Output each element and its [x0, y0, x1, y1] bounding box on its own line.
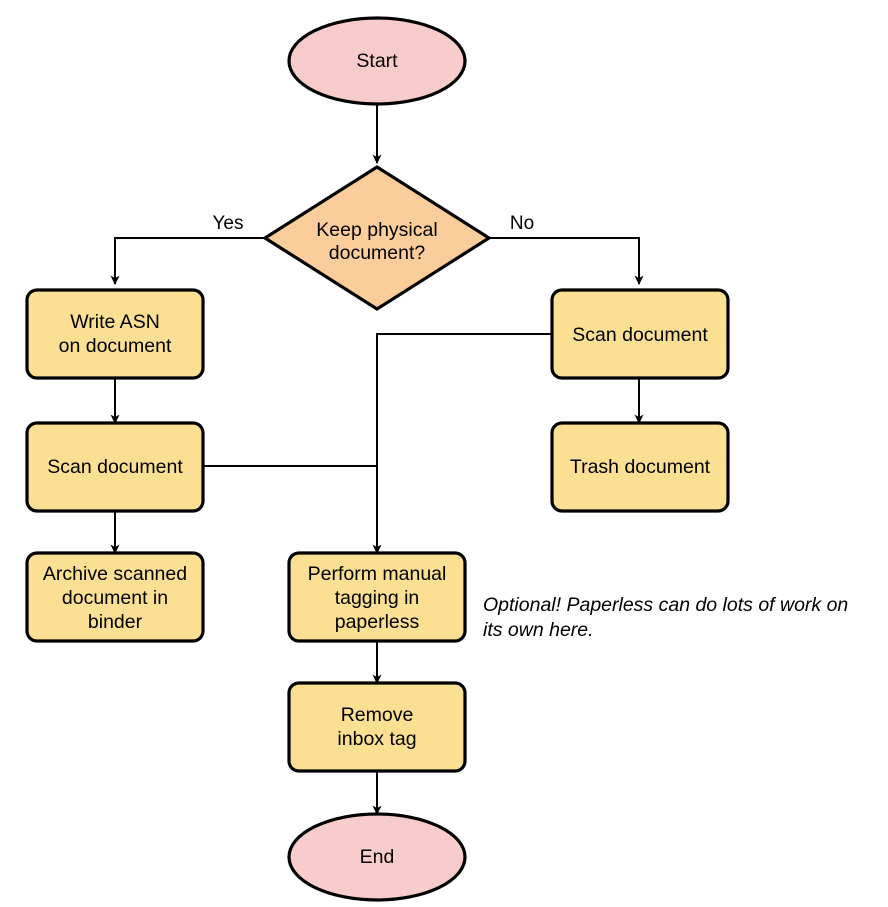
edge-label-no: No [510, 213, 534, 234]
tagging-label-line3: paperless [335, 611, 420, 633]
archive-box [25, 551, 205, 643]
edge-scan-right-to-tagging [372, 333, 552, 555]
start-label: Start [356, 50, 398, 72]
node-perform-manual-tagging[interactable]: Perform manual tagging in paperless [287, 551, 467, 643]
trash-label: Trash document [570, 456, 711, 478]
tagging-box [287, 551, 467, 643]
scan-left-label: Scan document [47, 456, 183, 478]
scan-right-box [550, 288, 730, 380]
decision-label-line1: Keep physical [316, 219, 437, 241]
write-asn-label-line1: Write ASN [70, 311, 160, 333]
note-line1: Optional! Paperless can do lots of work … [483, 594, 848, 616]
write-asn-box [25, 288, 205, 380]
annotation-optional-note: Optional! Paperless can do lots of work … [483, 594, 848, 641]
tagging-label-line1: Perform manual [308, 563, 447, 585]
note-line2: its own here. [483, 619, 594, 641]
remove-inbox-label-line1: Remove [341, 704, 414, 726]
edge-decision-yes-to-write-asn [110, 237, 265, 286]
trash-box [550, 421, 730, 513]
node-start[interactable]: Start [287, 16, 467, 106]
scan-right-label: Scan document [572, 324, 708, 346]
node-scan-document-left[interactable]: Scan document [25, 421, 205, 513]
node-trash-document[interactable]: Trash document [550, 421, 730, 513]
node-decision-keep-physical-document[interactable]: Keep physical document? [262, 165, 492, 311]
node-archive-scanned-document[interactable]: Archive scanned document in binder [25, 551, 205, 643]
node-remove-inbox-tag[interactable]: Remove inbox tag [287, 681, 467, 773]
archive-label-line2: document in [62, 587, 168, 609]
edge-decision-no-to-scan-right [489, 237, 644, 286]
end-label: End [360, 846, 395, 868]
decision-diamond [262, 165, 492, 311]
node-end[interactable]: End [287, 812, 467, 902]
node-scan-document-right[interactable]: Scan document [550, 288, 730, 380]
write-asn-label-line2: on document [59, 335, 172, 357]
scan-left-box [25, 421, 205, 513]
edges-layer [110, 103, 644, 816]
node-write-asn-on-document[interactable]: Write ASN on document [25, 288, 205, 380]
decision-label-line2: document? [329, 242, 426, 264]
end-ellipse [287, 812, 467, 902]
edge-label-yes: Yes [213, 213, 244, 234]
remove-inbox-label-line2: inbox tag [337, 728, 416, 750]
archive-label-line3: binder [88, 611, 143, 633]
remove-inbox-box [287, 681, 467, 773]
start-ellipse [287, 16, 467, 106]
archive-label-line1: Archive scanned [43, 563, 187, 585]
tagging-label-line2: tagging in [335, 587, 420, 609]
